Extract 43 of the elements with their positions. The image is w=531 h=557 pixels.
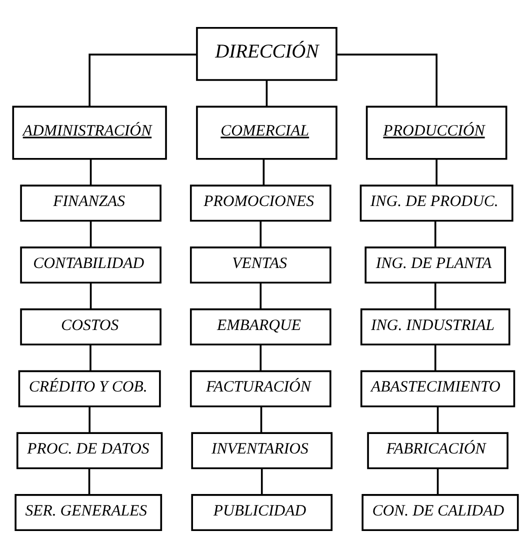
node-box: ING. DE PRODUC.: [360, 184, 514, 222]
node-box: VENTAS: [190, 246, 332, 284]
node-box: EMBARQUE: [190, 308, 332, 345]
connector: [88, 53, 197, 106]
node-box: PROC. DE DATOS: [16, 432, 163, 469]
connector: [434, 282, 436, 309]
connector: [88, 468, 90, 494]
connector: [266, 80, 268, 106]
node-box: PUBLICIDAD: [191, 494, 333, 531]
connector: [436, 468, 439, 494]
connector: [434, 344, 436, 371]
node-box: PRODUCCIÓN: [366, 105, 508, 160]
node-box: CON. DE CALIDAD: [362, 494, 519, 531]
connector: [260, 468, 263, 494]
node-box: FINANZAS: [20, 184, 162, 222]
node-box: FACTURACIÓN: [190, 370, 332, 407]
connector: [260, 282, 262, 309]
connector: [90, 220, 92, 247]
node-box: COMERCIAL: [196, 105, 338, 160]
connector: [436, 406, 439, 433]
connector: [262, 158, 265, 185]
connector: [260, 406, 262, 433]
connector: [90, 282, 92, 309]
connector: [260, 344, 262, 371]
node-box: INVENTARIOS: [191, 432, 333, 469]
connector: [336, 53, 438, 106]
connector: [260, 220, 262, 247]
node-box: PROMOCIONES: [190, 184, 332, 222]
node-box: ING. INDUSTRIAL: [360, 308, 510, 345]
node-box: COSTOS: [20, 308, 162, 345]
node-box: SER. GENERALES: [14, 494, 162, 531]
connector: [436, 158, 438, 185]
connector: [434, 220, 436, 247]
node-box: ABASTECIMIENTO: [360, 370, 516, 407]
node-box: CONTABILIDAD: [20, 246, 162, 284]
node-box: FABRICACIÓN: [367, 432, 508, 469]
connector: [88, 406, 90, 433]
node-box: ADMINISTRACIÓN: [12, 105, 167, 160]
connector: [90, 344, 92, 371]
node-box: CRÉDITO Y COB.: [18, 370, 161, 407]
node-box: ING. DE PLANTA: [364, 246, 506, 284]
connector: [90, 158, 92, 185]
node-box: DIRECCIÓN: [196, 26, 338, 80]
